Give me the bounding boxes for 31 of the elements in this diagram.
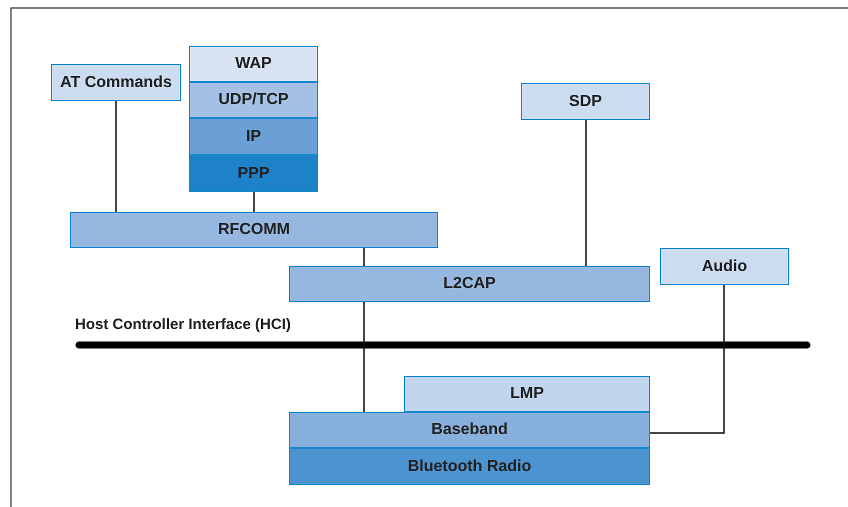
connector-line [253, 192, 255, 212]
protocol-layer [189, 46, 318, 82]
protocol-layer [289, 266, 650, 302]
layer-label: Audio [702, 258, 748, 276]
protocol-layer [404, 376, 650, 412]
layer-label: Bluetooth Radio [408, 458, 532, 476]
protocol-layer [70, 212, 438, 248]
layer-label: PPP [237, 164, 270, 182]
protocol-layer [289, 412, 650, 448]
layer-box [660, 248, 789, 285]
protocol-layer [189, 82, 318, 118]
layer-label: RFCOMM [218, 221, 290, 239]
layer-box [51, 64, 181, 101]
layer-label: LMP [510, 385, 544, 403]
layer-box [521, 83, 650, 120]
layer-label: AT Commands [60, 74, 172, 92]
connector-line [650, 285, 725, 434]
protocol-layer [289, 448, 650, 485]
protocol-layer [189, 155, 318, 192]
protocol-layer [189, 118, 318, 155]
interface-label: Host Controller Interface (HCI) [75, 316, 291, 333]
layer-label: SDP [569, 92, 602, 110]
layer-label: L2CAP [443, 275, 496, 293]
connector-line [585, 120, 587, 266]
connector-line [115, 101, 117, 212]
layer-label: WAP [235, 55, 272, 73]
layer-label: Baseband [431, 421, 508, 439]
connector-line [363, 302, 365, 412]
layer-label: IP [246, 128, 262, 146]
connector-line [363, 248, 365, 266]
layer-label: UDP/TCP [218, 91, 289, 109]
